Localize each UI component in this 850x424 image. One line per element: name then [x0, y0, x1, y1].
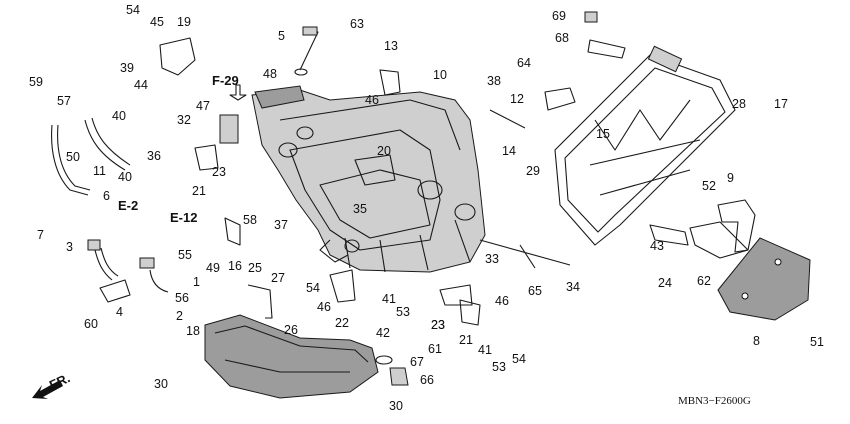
callout-45[interactable]: 45 — [150, 15, 164, 29]
callout-67[interactable]: 67 — [410, 355, 424, 369]
callout-19[interactable]: 19 — [177, 15, 191, 29]
callout-30[interactable]: 30 — [154, 377, 168, 391]
callout-43[interactable]: 43 — [650, 239, 664, 253]
callout-53[interactable]: 53 — [396, 305, 410, 319]
callout-55[interactable]: 55 — [178, 248, 192, 262]
callout-46[interactable]: 46 — [365, 93, 379, 107]
callout-66[interactable]: 66 — [420, 373, 434, 387]
callout-54[interactable]: 54 — [306, 281, 320, 295]
callout-15[interactable]: 15 — [596, 127, 610, 141]
callout-layer: 1234567891011121314151617181920212223242… — [29, 3, 824, 413]
callout-22[interactable]: 22 — [335, 316, 349, 330]
callout-24[interactable]: 24 — [658, 276, 672, 290]
callout-4[interactable]: 4 — [116, 305, 123, 319]
callout-33[interactable]: 33 — [485, 252, 499, 266]
callout-48[interactable]: 48 — [263, 67, 277, 81]
callout-2[interactable]: 2 — [176, 309, 183, 323]
callout-52[interactable]: 52 — [702, 179, 716, 193]
callout-42[interactable]: 42 — [376, 326, 390, 340]
callout-30[interactable]: 30 — [389, 399, 403, 413]
callout-38[interactable]: 38 — [487, 74, 501, 88]
callout-40[interactable]: 40 — [112, 109, 126, 123]
callout-54[interactable]: 54 — [512, 352, 526, 366]
section-ref[interactable]: E-12 — [170, 210, 197, 225]
callout-41[interactable]: 41 — [382, 292, 396, 306]
callout-47[interactable]: 47 — [196, 99, 210, 113]
callout-51[interactable]: 51 — [810, 335, 824, 349]
callout-59[interactable]: 59 — [29, 75, 43, 89]
callout-17[interactable]: 17 — [774, 97, 788, 111]
callout-46[interactable]: 46 — [495, 294, 509, 308]
callout-25[interactable]: 25 — [248, 261, 262, 275]
callout-1[interactable]: 1 — [193, 275, 200, 289]
callout-21[interactable]: 21 — [459, 333, 473, 347]
callout-7[interactable]: 7 — [37, 228, 44, 242]
main-frame — [251, 85, 486, 273]
callout-68[interactable]: 68 — [555, 31, 569, 45]
callout-41[interactable]: 41 — [478, 343, 492, 357]
callout-29[interactable]: 29 — [526, 164, 540, 178]
side-cover — [717, 237, 811, 321]
callout-8[interactable]: 8 — [753, 334, 760, 348]
small-hardware — [99, 11, 689, 386]
callout-60[interactable]: 60 — [84, 317, 98, 331]
callout-37[interactable]: 37 — [274, 218, 288, 232]
callout-62[interactable]: 62 — [697, 274, 711, 288]
callout-26[interactable]: 26 — [284, 323, 298, 337]
callout-5[interactable]: 5 — [278, 29, 285, 43]
callout-14[interactable]: 14 — [502, 144, 516, 158]
callout-35[interactable]: 35 — [353, 202, 367, 216]
callout-9[interactable]: 9 — [727, 171, 734, 185]
callout-27[interactable]: 27 — [271, 271, 285, 285]
callout-11[interactable]: 11 — [93, 164, 106, 178]
callout-34[interactable]: 34 — [566, 280, 580, 294]
callout-49[interactable]: 49 — [206, 261, 220, 275]
callout-28[interactable]: 28 — [732, 97, 746, 111]
callout-50[interactable]: 50 — [66, 150, 80, 164]
callout-65[interactable]: 65 — [528, 284, 542, 298]
front-label: FR. — [47, 370, 72, 392]
callout-3[interactable]: 3 — [66, 240, 73, 254]
section-ref[interactable]: F-29 — [212, 73, 239, 88]
callout-57[interactable]: 57 — [57, 94, 71, 108]
callout-46[interactable]: 46 — [317, 300, 331, 314]
callout-64[interactable]: 64 — [517, 56, 531, 70]
diagram-code: MBN3−F2600G — [678, 395, 751, 407]
callout-6[interactable]: 6 — [103, 189, 110, 203]
callout-16[interactable]: 16 — [228, 259, 242, 273]
callout-10[interactable]: 10 — [433, 68, 447, 82]
callout-23[interactable]: 23 — [212, 165, 226, 179]
callout-39[interactable]: 39 — [120, 61, 134, 75]
callout-56[interactable]: 56 — [175, 291, 189, 305]
callout-58[interactable]: 58 — [243, 213, 257, 227]
front-direction-indicator: FR. — [32, 370, 72, 399]
skid-plate — [204, 314, 379, 399]
callout-69[interactable]: 69 — [552, 9, 566, 23]
callout-40[interactable]: 40 — [118, 170, 132, 184]
callout-36[interactable]: 36 — [147, 149, 161, 163]
callout-53[interactable]: 53 — [492, 360, 506, 374]
sub-frame — [554, 45, 736, 246]
callout-54[interactable]: 54 — [126, 3, 140, 17]
callout-13[interactable]: 13 — [384, 39, 398, 53]
callout-12[interactable]: 12 — [510, 92, 524, 106]
callout-23[interactable]: 23 — [431, 318, 445, 332]
callout-44[interactable]: 44 — [134, 78, 148, 92]
callout-18[interactable]: 18 — [186, 324, 200, 338]
section-ref[interactable]: E-2 — [118, 198, 138, 213]
callout-23[interactable]: 23 — [431, 318, 445, 332]
callout-20[interactable]: 20 — [377, 144, 391, 158]
breather-hose — [51, 117, 169, 293]
bracket-9 — [689, 199, 756, 259]
callout-63[interactable]: 63 — [350, 17, 364, 31]
callout-32[interactable]: 32 — [177, 113, 191, 127]
callout-61[interactable]: 61 — [428, 342, 442, 356]
callout-21[interactable]: 21 — [192, 184, 206, 198]
